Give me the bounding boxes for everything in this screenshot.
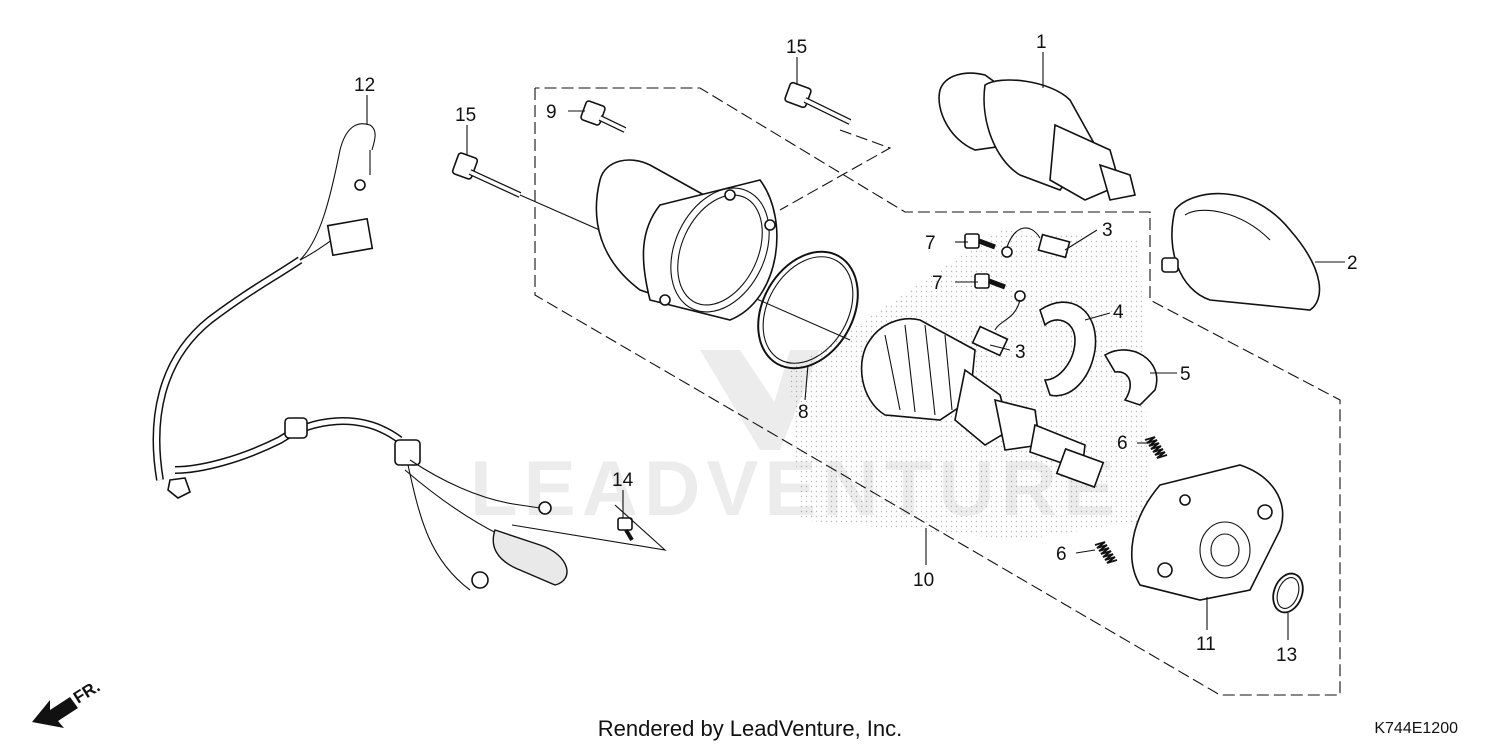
callout-7-upper: 7 [925, 233, 936, 254]
callout-3-upper: 3 [1102, 220, 1113, 241]
bolt-outline [779, 129, 892, 211]
callout-15-left: 15 [455, 105, 476, 126]
callout-14: 14 [612, 470, 634, 491]
drive-gear [938, 72, 1136, 201]
callout-6-lower: 6 [1056, 544, 1067, 565]
bolt-14 [511, 504, 667, 551]
callout-10: 10 [913, 570, 934, 591]
screw-7-upper [964, 233, 996, 250]
callout-2: 2 [1347, 253, 1358, 274]
callout-6-upper: 6 [1117, 433, 1128, 454]
watermark-text: LEADVENTURE [470, 444, 1121, 532]
bolt-9 [580, 100, 627, 133]
brush-holder [1039, 301, 1097, 397]
drawing-code: K744E1200 [1374, 720, 1458, 737]
connector [326, 217, 374, 257]
armature [860, 318, 1105, 489]
callout-12: 12 [354, 75, 375, 96]
front-cover [1131, 464, 1284, 601]
motor-housing [595, 159, 778, 321]
callout-9: 9 [546, 102, 557, 123]
callout-13: 13 [1276, 645, 1297, 666]
callout-15-top: 15 [786, 37, 807, 58]
o-ring-small [1272, 572, 1304, 614]
callout-labels: 1 2 3 3 4 5 6 6 7 7 8 9 10 11 12 13 14 1… [354, 32, 1358, 666]
bolt-15-top [784, 81, 852, 125]
brush-upper [1001, 227, 1071, 259]
plate [1103, 349, 1158, 406]
front-direction-label: FR. [70, 677, 103, 708]
spring-upper [1144, 436, 1168, 459]
callout-4: 4 [1113, 302, 1124, 323]
spring-lower [1094, 541, 1118, 564]
o-ring [757, 250, 859, 370]
callout-11: 11 [1196, 634, 1216, 655]
footer-credit: Rendered by LeadVenture, Inc. [597, 716, 903, 741]
callout-1: 1 [1036, 32, 1047, 53]
brush-lower [971, 299, 1021, 357]
assembly-outline [534, 87, 1341, 696]
wire-harness [152, 123, 568, 591]
screw-7-lower [974, 273, 1026, 302]
callout-7-lower: 7 [932, 273, 943, 294]
callout-5: 5 [1180, 364, 1191, 385]
leader-lines [366, 52, 1345, 640]
callout-3-lower: 3 [1015, 342, 1026, 363]
callout-8: 8 [798, 402, 809, 423]
rear-cover [1161, 192, 1321, 311]
